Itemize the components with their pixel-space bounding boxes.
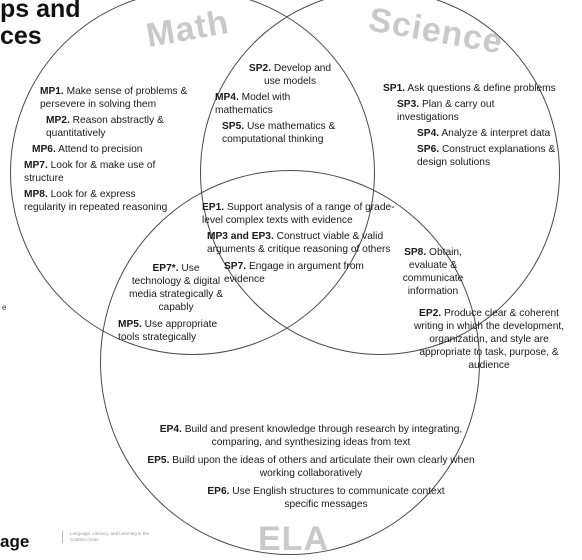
practice-ep1: EP1. Support analysis of a range of grad… bbox=[202, 201, 402, 227]
practice-text: Construct explanations & design solution… bbox=[417, 144, 556, 168]
practice-code: SP4. bbox=[417, 128, 440, 139]
ela-circle bbox=[100, 170, 480, 555]
practice-mp4: MP4. Model with mathematics bbox=[200, 91, 325, 117]
practice-code: SP7. bbox=[224, 261, 247, 272]
practice-code: MP5. bbox=[118, 319, 142, 330]
practice-code: SP5. bbox=[222, 121, 245, 132]
ela-circle-title: ELA bbox=[258, 520, 329, 558]
practice-mp6: MP6. Attend to precision bbox=[30, 143, 220, 156]
practice-text: Look for & make use of structure bbox=[24, 160, 156, 184]
practice-code: MP6. bbox=[32, 144, 56, 155]
practice-text: Support analysis of a range of grade-lev… bbox=[202, 202, 395, 226]
practice-code: EP4. bbox=[159, 424, 182, 435]
practice-sp1: SP1. Ask questions & define problems bbox=[383, 82, 558, 95]
practice-ep2: EP2. Produce clear & coherent writing in… bbox=[404, 307, 574, 372]
practice-code: SP2. bbox=[248, 63, 272, 74]
practice-mp7: MP7. Look for & make use of structure bbox=[24, 159, 174, 185]
footer-divider bbox=[62, 531, 63, 543]
practice-text: Model with mathematics bbox=[215, 92, 291, 116]
practice-text: Produce clear & coherent writing in whic… bbox=[413, 308, 565, 371]
practice-sp6: SP6. Construct explanations & design sol… bbox=[383, 143, 572, 169]
practice-text: Look for & express regularity in repeate… bbox=[24, 189, 168, 213]
practice-ep4: EP4. Build and present knowledge through… bbox=[146, 423, 476, 449]
practice-ep7: EP7*. Use technology & digital media str… bbox=[114, 262, 224, 314]
practice-code: SP3. bbox=[397, 99, 420, 110]
practice-code: EP2. bbox=[419, 308, 442, 319]
practice-code: EP6. bbox=[207, 486, 230, 497]
practice-mp1: MP1. Make sense of problems & persevere … bbox=[30, 85, 220, 111]
practice-sp3: SP3. Plan & carry out investigations bbox=[383, 98, 532, 124]
practice-code: SP6. bbox=[417, 144, 440, 155]
practice-text: Use English structures to communicate co… bbox=[232, 486, 445, 510]
practice-code: MP4. bbox=[215, 92, 239, 103]
practice-mp5: MP5. Use appropriate tools strategically bbox=[114, 318, 236, 344]
practice-text: Use mathematics & computational thinking bbox=[222, 121, 336, 145]
footer-tagline: Language, Literacy, and Learning in the … bbox=[70, 531, 149, 542]
practice-mp2: MP2. Reason abstractly & quantitatively bbox=[30, 114, 196, 140]
practice-code: EP5. bbox=[147, 455, 170, 466]
practice-sp7: SP7. Engage in argument from evidence bbox=[202, 260, 384, 286]
practice-text: Engage in argument from evidence bbox=[224, 261, 364, 285]
practice-ep6: EP6. Use English structures to communica… bbox=[166, 485, 456, 511]
math-science-practices: SP2. Develop and use models MP4. Model w… bbox=[200, 62, 342, 146]
practice-ep5: EP5. Build upon the ideas of others and … bbox=[146, 454, 476, 480]
practice-text: Obtain, evaluate & communicate informati… bbox=[402, 247, 464, 297]
practice-code: MP7. bbox=[24, 160, 48, 171]
math-ela-practices: EP7*. Use technology & digital media str… bbox=[114, 262, 234, 344]
practice-code: EP7*. bbox=[152, 263, 179, 274]
cropped-text-fragment: e bbox=[2, 303, 7, 312]
practice-code: MP3 and EP3. bbox=[207, 231, 274, 242]
practice-text: Use technology & digital media strategic… bbox=[129, 263, 223, 313]
practice-text: Build upon the ideas of others and artic… bbox=[172, 455, 475, 479]
practice-text: Attend to precision bbox=[58, 144, 143, 155]
practice-text: Make sense of problems & persevere in so… bbox=[40, 86, 188, 110]
practice-mp8: MP8. Look for & express regularity in re… bbox=[24, 188, 169, 214]
footer-logo-text: age bbox=[0, 532, 30, 551]
practice-text: Ask questions & define problems bbox=[407, 83, 556, 94]
practice-sp8: SP8. Obtain, evaluate & communicate info… bbox=[393, 246, 473, 298]
practice-code: SP8. bbox=[404, 247, 427, 258]
practice-text: Build and present knowledge through rese… bbox=[184, 424, 463, 448]
practice-mp3-ep3: MP3 and EP3. Construct viable & valid ar… bbox=[202, 230, 402, 256]
practice-sp5: SP5. Use mathematics & computational thi… bbox=[200, 120, 342, 146]
practice-code: EP1. bbox=[202, 202, 225, 213]
practice-text: Plan & carry out investigations bbox=[397, 99, 495, 123]
practice-text: Construct viable & valid arguments & cri… bbox=[207, 231, 391, 255]
practice-code: MP8. bbox=[24, 189, 48, 200]
practice-sp4: SP4. Analyze & interpret data bbox=[383, 127, 578, 140]
ela-practices: EP4. Build and present knowledge through… bbox=[146, 423, 476, 511]
practice-code: MP2. bbox=[46, 115, 70, 126]
practice-text: Reason abstractly & quantitatively bbox=[46, 115, 164, 139]
science-practices: SP1. Ask questions & define problems SP3… bbox=[383, 82, 578, 169]
practice-text: Analyze & interpret data bbox=[441, 128, 551, 139]
practice-code: MP1. bbox=[40, 86, 64, 97]
practice-sp2: SP2. Develop and use models bbox=[200, 62, 342, 88]
practice-text: Use appropriate tools strategically bbox=[118, 319, 218, 343]
page-heading: ps and ces bbox=[0, 0, 81, 50]
center-practices: EP1. Support analysis of a range of grad… bbox=[202, 201, 402, 286]
practice-text: Develop and use models bbox=[263, 63, 332, 87]
math-practices: MP1. Make sense of problems & persevere … bbox=[24, 85, 220, 214]
practice-code: SP1. bbox=[383, 83, 406, 94]
